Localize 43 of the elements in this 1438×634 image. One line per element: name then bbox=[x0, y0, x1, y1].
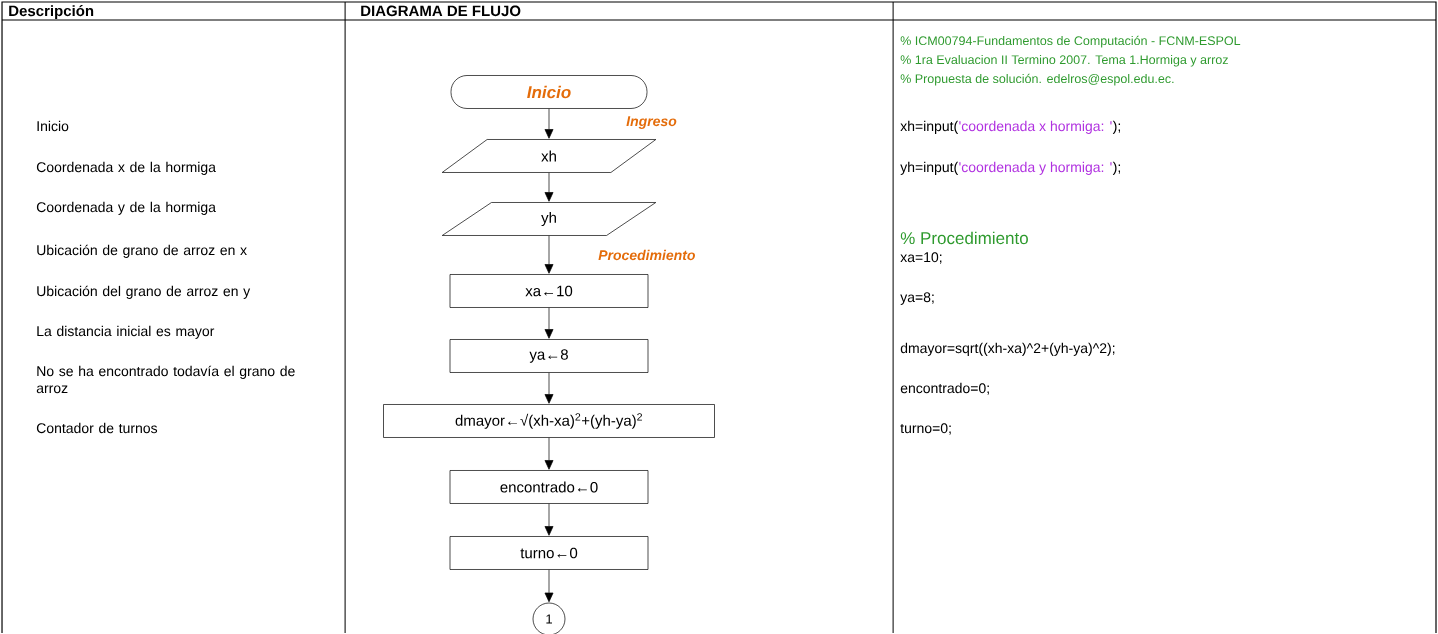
column-header: Descripción bbox=[9, 5, 94, 20]
code-string: 'coordenada y hormiga: ' bbox=[959, 161, 1112, 175]
description-text: No se ha encontrado todavía el grano de arroz bbox=[36, 365, 295, 394]
arrow bbox=[544, 437, 554, 470]
description-text: Ubicación de grano de arroz en x bbox=[37, 244, 247, 258]
code-line: ya=8; bbox=[900, 292, 934, 305]
description-text: Coordenada x de la hormiga bbox=[36, 161, 216, 175]
code-line: dmayor=sqrt((xh-xa)^2+(yh-ya)^2); bbox=[900, 342, 1115, 356]
code-comment: % ICM00794-Fundamentos de Computación - FCNM-ESPOL bbox=[900, 35, 1241, 48]
description-text: Inicio bbox=[37, 120, 69, 132]
code-comment: % 1ra Evaluacion II Termino 2007. Tema 1.Hormiga y arroz bbox=[900, 54, 1228, 67]
code-comment: % Procedimiento bbox=[900, 231, 1028, 245]
arrow bbox=[544, 372, 554, 404]
process-box: xa←10 bbox=[449, 274, 649, 308]
section-label: Ingreso bbox=[626, 116, 677, 129]
description-text: La distancia inicial es mayor bbox=[37, 325, 215, 339]
section-label: Procedimiento bbox=[598, 249, 695, 261]
input-parallelogram: yh bbox=[441, 202, 657, 236]
code-line: ); bbox=[1112, 161, 1120, 175]
start-terminal: Inicio bbox=[450, 75, 648, 109]
arrow bbox=[544, 108, 554, 139]
process-box: turno←0 bbox=[449, 536, 649, 570]
code-line: turno=0; bbox=[900, 423, 951, 435]
process-box: encontrado←0 bbox=[449, 470, 649, 504]
arrow bbox=[544, 569, 554, 603]
column-header: DIAGRAMA DE FLUJO bbox=[361, 5, 521, 17]
arrow bbox=[544, 172, 554, 202]
description-text: Coordenada y de la hormiga bbox=[36, 201, 216, 215]
process-box: ya←8 bbox=[449, 339, 649, 373]
arrow bbox=[544, 503, 554, 536]
code-line: yh=input( bbox=[900, 161, 959, 175]
code-line: ); bbox=[1112, 120, 1120, 134]
code-line: xa=10; bbox=[900, 252, 942, 264]
process-box: dmayor←√(xh-xa)$^{2}$+(yh-ya)$^{2}$ bbox=[383, 404, 715, 438]
code-comment: % Propuesta de solución. edelros@espol.edu.ec. bbox=[900, 73, 1174, 86]
input-parallelogram: xh bbox=[441, 139, 657, 173]
description-text: Ubicación del grano de arroz en y bbox=[37, 285, 251, 299]
code-line: encontrado=0; bbox=[900, 382, 989, 395]
code-line: xh=input( bbox=[900, 120, 959, 134]
arrow bbox=[544, 307, 554, 339]
code-string: 'coordenada x hormiga: ' bbox=[959, 120, 1112, 134]
description-text: Contador de turnos bbox=[36, 422, 158, 434]
arrow bbox=[544, 235, 554, 274]
